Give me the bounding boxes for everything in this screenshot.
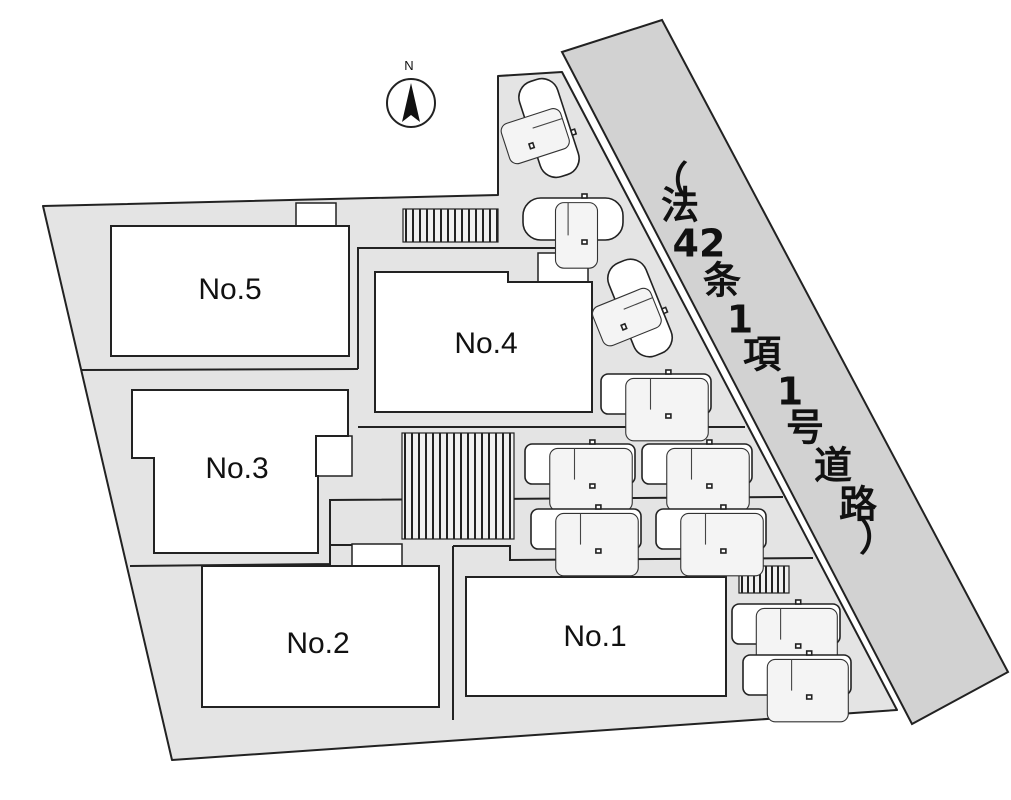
house-no3[interactable] xyxy=(131,389,349,554)
compass-north-label: N xyxy=(404,58,413,73)
public-road xyxy=(560,18,1010,726)
parking-cars xyxy=(500,77,852,723)
road-label-char: 1 xyxy=(727,298,753,342)
road-label-char: 法 xyxy=(661,184,699,228)
label-no4: No.4 xyxy=(454,327,517,360)
parked-car xyxy=(641,439,753,512)
label-no3: No.3 xyxy=(205,452,268,485)
parked-car xyxy=(742,650,852,723)
parked-car xyxy=(522,193,624,269)
parked-car xyxy=(655,504,767,577)
lot-dividers xyxy=(80,247,814,720)
striped-entries xyxy=(401,208,790,594)
entry-pad-no3 xyxy=(315,435,353,477)
house-no5[interactable] xyxy=(110,225,350,357)
road-label-char: （ xyxy=(650,159,688,203)
parked-car xyxy=(731,599,841,672)
north-arrow-icon: N xyxy=(386,58,436,128)
entry-pad-no2 xyxy=(351,543,403,567)
road-label-char: 条 xyxy=(703,259,741,303)
road-label-char: ） xyxy=(859,516,897,560)
road-label-char: 項 xyxy=(743,333,782,377)
road-label-char: 路 xyxy=(839,483,878,527)
house-no2[interactable] xyxy=(201,565,440,708)
label-no2: No.2 xyxy=(286,627,349,660)
road-label: （ 法 42 条 1 項 1 号 道 路 ） xyxy=(650,159,897,560)
road-label-char: 42 xyxy=(673,222,726,266)
parked-car xyxy=(524,439,636,512)
house-no1[interactable] xyxy=(465,576,727,697)
parked-car xyxy=(600,369,712,442)
parked-car xyxy=(500,77,580,179)
parked-car xyxy=(530,504,642,577)
label-no1: No.1 xyxy=(563,620,626,653)
label-no5: No.5 xyxy=(198,273,261,306)
road-label-char: 道 xyxy=(814,444,852,488)
road-label-char: 号 xyxy=(786,406,824,450)
parked-car xyxy=(591,258,674,358)
house-no4[interactable] xyxy=(374,271,593,413)
road-label-char: 1 xyxy=(777,370,803,414)
